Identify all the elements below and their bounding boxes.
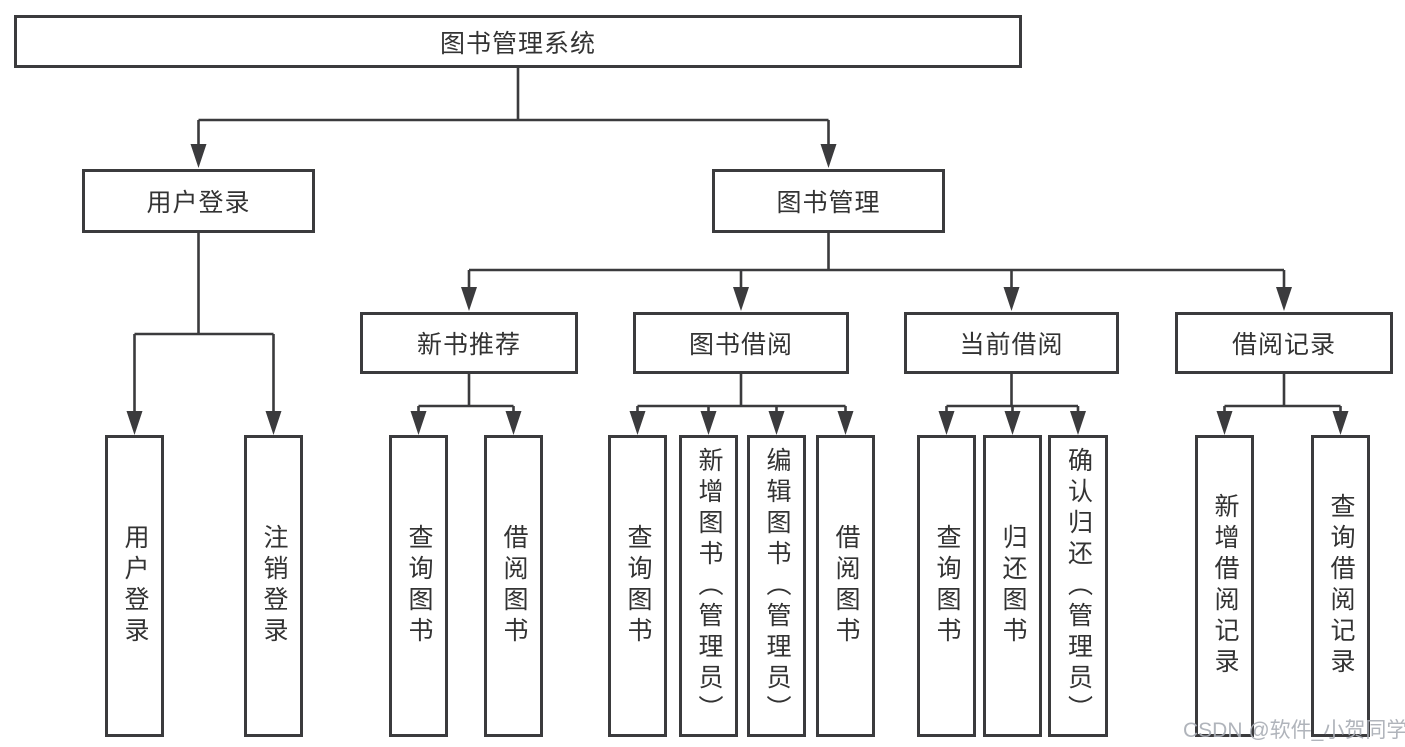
node-user-login: 用户登录 xyxy=(82,169,315,233)
node-book-management: 图书管理 xyxy=(712,169,945,233)
node-leaf-user-login: 用户登录 xyxy=(105,435,164,737)
node-current-borrowing-label: 当前借阅 xyxy=(959,331,1064,359)
node-leaf-logout-label: 注销登录 xyxy=(260,524,288,648)
node-leaf-return-books: 归还图书 xyxy=(983,435,1042,737)
node-current-borrowing: 当前借阅 xyxy=(904,312,1119,374)
node-leaf-borrow-books-1: 借阅图书 xyxy=(484,435,543,737)
arrowhead-icons xyxy=(126,144,1349,435)
node-leaf-query-borrow-record-label: 查询借阅记录 xyxy=(1327,493,1355,679)
node-leaf-query-books-2: 查询图书 xyxy=(608,435,667,737)
node-leaf-logout: 注销登录 xyxy=(244,435,303,737)
node-new-book-recommend: 新书推荐 xyxy=(360,312,578,374)
node-leaf-edit-books-admin-label: 编辑图书（管理员） xyxy=(763,446,791,726)
node-book-borrowing-label: 图书借阅 xyxy=(688,331,793,359)
node-root-label: 图书管理系统 xyxy=(439,29,596,58)
node-leaf-add-books-admin-label: 新增图书（管理员） xyxy=(695,446,723,726)
node-book-management-label: 图书管理 xyxy=(776,189,881,217)
node-leaf-query-books-1: 查询图书 xyxy=(389,435,448,737)
connector-lines xyxy=(133,68,1342,413)
node-leaf-query-books-3-label: 查询图书 xyxy=(933,524,961,648)
node-leaf-borrow-books-1-label: 借阅图书 xyxy=(500,524,528,648)
node-leaf-confirm-return-admin: 确认归还（管理员） xyxy=(1048,435,1108,737)
node-leaf-query-books-2-label: 查询图书 xyxy=(624,524,652,648)
node-leaf-edit-books-admin: 编辑图书（管理员） xyxy=(747,435,806,737)
node-leaf-confirm-return-admin-label: 确认归还（管理员） xyxy=(1064,446,1093,726)
node-leaf-query-borrow-record: 查询借阅记录 xyxy=(1311,435,1370,737)
node-leaf-return-books-label: 归还图书 xyxy=(999,524,1027,648)
node-leaf-add-borrow-record-label: 新增借阅记录 xyxy=(1211,493,1239,679)
node-borrowing-records-label: 借阅记录 xyxy=(1231,331,1336,359)
node-new-book-recommend-label: 新书推荐 xyxy=(416,331,521,359)
node-leaf-query-books-1-label: 查询图书 xyxy=(405,524,433,648)
node-user-login-label: 用户登录 xyxy=(146,189,251,217)
node-leaf-query-books-3: 查询图书 xyxy=(917,435,976,737)
node-leaf-user-login-label: 用户登录 xyxy=(121,524,149,648)
node-book-borrowing: 图书借阅 xyxy=(633,312,849,374)
node-leaf-add-books-admin: 新增图书（管理员） xyxy=(679,435,738,737)
node-leaf-add-borrow-record: 新增借阅记录 xyxy=(1195,435,1254,737)
node-root: 图书管理系统 xyxy=(14,15,1022,68)
node-leaf-borrow-books-2: 借阅图书 xyxy=(816,435,875,737)
node-borrowing-records: 借阅记录 xyxy=(1175,312,1393,374)
csdn-watermark: CSDN @软件_小贺同学 xyxy=(1183,719,1405,742)
node-leaf-borrow-books-2-label: 借阅图书 xyxy=(832,524,860,648)
